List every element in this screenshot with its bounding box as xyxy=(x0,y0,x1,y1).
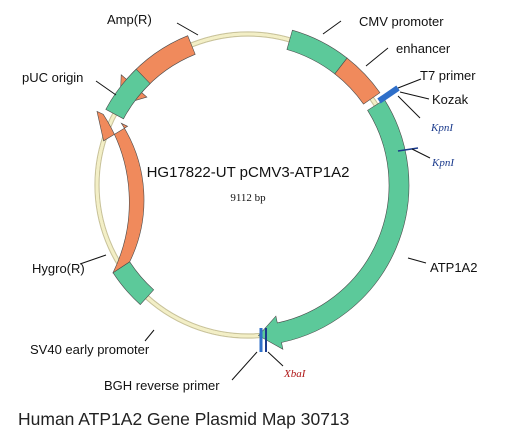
feature-cmv-promoter xyxy=(286,29,348,75)
label-sv40-early-promoter: SV40 early promoter xyxy=(30,342,150,357)
label-enhancer: enhancer xyxy=(396,41,451,56)
label-bgh-reverse-primer: BGH reverse primer xyxy=(104,378,220,393)
feature-atp1a2 xyxy=(258,99,410,350)
t7-kozak-marker xyxy=(377,85,400,104)
leader-lines xyxy=(79,20,431,381)
site-xba1: XbaI xyxy=(283,368,307,380)
label-cmv-promoter: CMV promoter xyxy=(359,14,444,29)
label-amp: Amp(R) xyxy=(107,12,152,27)
label-hygro: Hygro(R) xyxy=(32,261,85,276)
label-t7-primer: T7 primer xyxy=(420,68,476,83)
site-kpn1-b: KpnI xyxy=(431,157,455,169)
map-caption: Human ATP1A2 Gene Plasmid Map 30713 xyxy=(18,409,349,429)
plasmid-name: HG17822-UT pCMV3-ATP1A2 xyxy=(147,164,350,181)
label-atp1a2: ATP1A2 xyxy=(430,260,477,275)
feature-enhancer xyxy=(334,57,381,105)
feature-puc-origin xyxy=(105,68,151,120)
plasmid-size: 9112 bp xyxy=(230,192,266,204)
kpn1-site-tick xyxy=(397,147,419,152)
label-puc-origin: pUC origin xyxy=(22,70,83,85)
site-kpn1-a: KpnI xyxy=(430,122,454,134)
label-kozak: Kozak xyxy=(432,92,469,107)
feature-hygro xyxy=(96,110,145,274)
